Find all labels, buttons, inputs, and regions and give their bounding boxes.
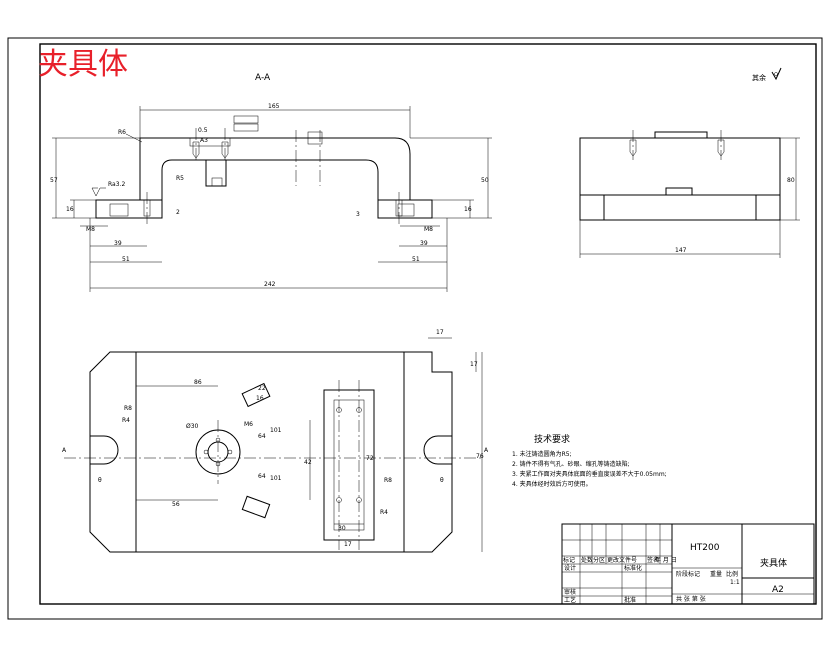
label-r4-left: R4 (122, 417, 130, 424)
watermark-title: 夹具体 (38, 47, 128, 82)
dim-h16-right: 16 (464, 206, 472, 213)
dim-plan-64a: 64 (258, 433, 266, 440)
inner-border (39, 43, 817, 605)
dim-plan-16: 16 (256, 395, 264, 402)
dim-side-height: 80 (787, 177, 795, 184)
dim-51-right: 51 (412, 256, 420, 263)
dim-plan-17-top: 17 (436, 329, 444, 336)
dim-plan-64b: 64 (258, 473, 266, 480)
material: HT200 (690, 543, 720, 553)
dim-right-height: 50 (481, 177, 489, 184)
section-view: 165 57 50 16 16 R6 R5 Ra3.2 M8 M8 (50, 103, 492, 292)
dim-h16-left: 16 (66, 206, 74, 213)
svg-text:A3: A3 (200, 137, 208, 144)
title-block: HT200 夹具体 A2 1:1 标记 处数 分区 更改文件号 签名 年 月 日… (561, 523, 815, 605)
dim-plan-101a: 101 (270, 427, 282, 434)
svg-text:0.5: 0.5 (198, 127, 208, 134)
dim-plan-72: 72 (366, 455, 374, 462)
tech-req-title: 技术要求 (534, 433, 570, 445)
dim-left-height: 57 (50, 177, 58, 184)
dim-plan-56: 56 (172, 501, 180, 508)
dim-side-width: 147 (675, 247, 687, 254)
label-r8-right: R8 (384, 477, 392, 484)
label-theta-right: θ (440, 477, 444, 484)
row-label-sign: 签名 (647, 556, 659, 564)
dim-plan-17-bottom: 17 (344, 541, 352, 548)
row-label-file: 更改文件号 (607, 556, 637, 564)
tech-req-item-4: 4. 夹具体经时效后方可使用。 (512, 480, 592, 488)
dim-plan-86: 86 (194, 379, 202, 386)
label-m8-right: M8 (424, 226, 433, 233)
tech-req-item-3: 3. 夹紧工作面对夹具体底面的垂直度误差不大于0.05mm; (512, 470, 667, 478)
label-standard: 标准化 (624, 564, 642, 572)
sheet-size: A2 (772, 585, 784, 595)
roughness-ra: Ra3.2 (91, 181, 125, 197)
label-theta-left: θ (98, 477, 102, 484)
section-label: A-A (255, 73, 271, 83)
outer-border (7, 37, 823, 620)
plan-view: 17 17 86 56 22 16 R8 R4 R8 R4 Ø30 M6 64 … (62, 329, 489, 553)
dim-plan-76: 76 (476, 453, 484, 460)
row-label-count: 处数 (581, 556, 593, 564)
label-r4-right: R4 (380, 509, 388, 516)
roughness-note: 其余 (752, 67, 782, 82)
dim-small-2: 2 (176, 209, 180, 216)
tech-req-item-1: 1. 未注铸造圆角为R5; (512, 450, 572, 458)
label-stage: 阶段标记 (676, 570, 700, 578)
label-approve: 批准 (624, 596, 636, 604)
side-view: 80 147 (579, 130, 800, 258)
tech-req-item-2: 2. 铸件不得有气孔、砂眼、缩孔等铸造缺陷; (512, 460, 630, 468)
label-section-a-left: A (62, 447, 67, 454)
label-section-a-right: A (484, 447, 489, 454)
dim-51-left: 51 (122, 256, 130, 263)
scale: 1:1 (730, 579, 740, 586)
svg-text:Ra3.2: Ra3.2 (108, 181, 125, 188)
dim-overall: 165 (268, 103, 280, 110)
technical-requirements: 技术要求 1. 未注铸造圆角为R5; 2. 铸件不得有气孔、砂眼、缩孔等铸造缺陷… (512, 433, 667, 488)
label-m6: M6 (244, 421, 253, 428)
label-review: 审核 (564, 588, 576, 596)
label-r5: R5 (176, 175, 184, 182)
label-weight: 重量 (710, 570, 722, 578)
row-label-date: 年 月 日 (655, 556, 677, 564)
dim-plan-17-right: 17 (470, 361, 478, 368)
dim-plan-42: 42 (304, 459, 312, 466)
label-ratio: 比例 (726, 570, 738, 578)
dim-39-right: 39 (420, 240, 428, 247)
label-process: 工艺 (564, 596, 576, 604)
tolerance-frames: 0.5 A3 (198, 115, 259, 144)
dim-plan-101b: 101 (270, 475, 282, 482)
dim-total: 242 (264, 281, 276, 288)
dim-plan-22: 22 (258, 385, 266, 392)
label-m8-left: M8 (86, 226, 95, 233)
row-label-zone: 分区 (593, 556, 605, 564)
row-label-mark: 标记 (563, 556, 575, 564)
svg-text:其余: 其余 (752, 73, 766, 82)
label-r8-left: R8 (124, 405, 132, 412)
label-sheets: 共 张 第 张 (676, 595, 706, 603)
dim-plan-30: 30 (338, 525, 346, 532)
label-design: 设计 (564, 564, 576, 572)
label-phi30: Ø30 (186, 423, 199, 430)
dim-39-left: 39 (114, 240, 122, 247)
dim-small-3: 3 (356, 211, 360, 218)
part-name: 夹具体 (760, 557, 787, 569)
label-r6: R6 (118, 129, 126, 136)
